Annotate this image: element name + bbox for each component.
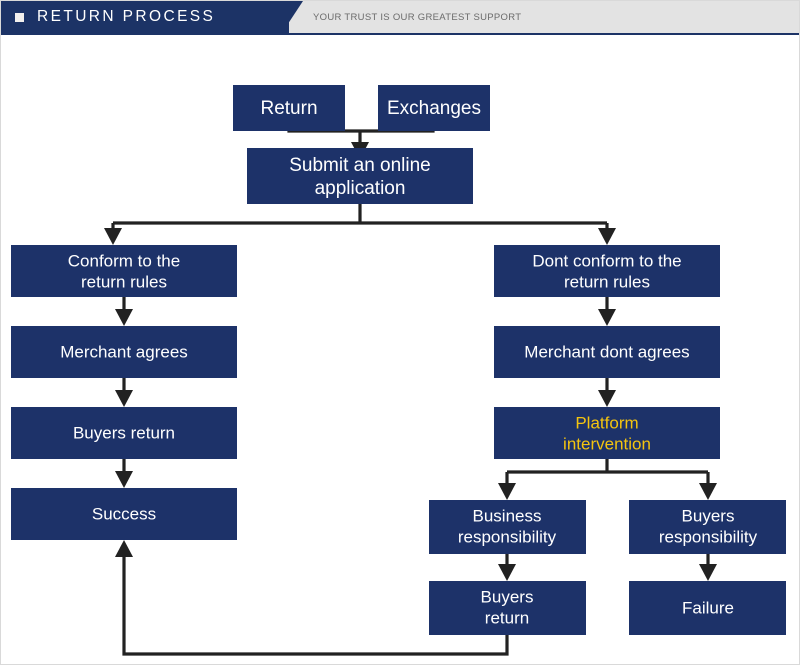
node-conform[interactable]: Conform to the return rules — [11, 245, 237, 297]
square-bullet-icon — [15, 12, 24, 22]
node-success-label: Success — [92, 504, 156, 523]
node-buyers-responsibility-label-line2: responsibility — [659, 527, 758, 546]
arrowhead-failure — [699, 564, 717, 581]
node-failure-label: Failure — [682, 598, 734, 617]
arrowhead-business-resp — [498, 483, 516, 500]
arrowhead-merchant-agrees — [115, 309, 133, 326]
arrowhead-buyers-return-left — [115, 390, 133, 407]
node-submit-box — [247, 148, 473, 204]
node-conform-label-line2: return rules — [81, 272, 167, 291]
node-business-responsibility-label-line2: responsibility — [458, 527, 557, 546]
node-return-label: Return — [260, 98, 317, 119]
header-title-block: RETURN PROCESS — [1, 1, 289, 33]
node-dont-conform-label-line1: Dont conform to the — [532, 251, 681, 270]
node-platform-intervention-label-line2: intervention — [563, 434, 651, 453]
node-submit-label-line1: Submit an online — [289, 155, 431, 176]
node-platform-intervention-box — [494, 407, 720, 459]
arrowhead-dont-conform — [598, 228, 616, 245]
node-success-box — [11, 488, 237, 540]
node-buyers-responsibility-box — [629, 500, 786, 554]
node-buyers-return-right-box — [429, 581, 586, 635]
node-dont-conform-label-line2: return rules — [564, 272, 650, 291]
node-merchant-dont-agrees[interactable]: Merchant dont agrees — [494, 326, 720, 378]
edge-feedback-loop-to-success — [122, 554, 509, 656]
node-conform-box — [11, 245, 237, 297]
node-merchant-dont-agrees-label: Merchant dont agrees — [524, 342, 689, 361]
node-dont-conform[interactable]: Dont conform to the return rules — [494, 245, 720, 297]
node-exchanges-box — [378, 85, 490, 131]
header-tagline: YOUR TRUST IS OUR GREATEST SUPPORT — [313, 11, 522, 23]
flowchart: Return Exchanges Submit an online applic… — [11, 85, 786, 656]
arrowhead-success — [115, 471, 133, 488]
node-buyers-responsibility[interactable]: Buyers responsibility — [629, 500, 786, 554]
arrowhead-merchant-dont — [598, 309, 616, 326]
node-buyers-return-left-label: Buyers return — [73, 423, 175, 442]
node-dont-conform-box — [494, 245, 720, 297]
node-buyers-return-left[interactable]: Buyers return — [11, 407, 237, 459]
arrowhead-conform — [104, 228, 122, 245]
node-exchanges-label: Exchanges — [387, 98, 481, 119]
node-buyers-return-right-label-line1: Buyers — [481, 587, 534, 606]
node-submit[interactable]: Submit an online application — [247, 148, 473, 204]
node-business-responsibility-label-line1: Business — [473, 506, 542, 525]
node-return-box — [233, 85, 345, 131]
node-platform-intervention[interactable]: Platform intervention — [494, 407, 720, 459]
page-title: RETURN PROCESS — [37, 8, 216, 25]
header-banner: RETURN PROCESS YOUR TRUST IS OUR GREATES… — [1, 1, 799, 35]
node-merchant-agrees-box — [11, 326, 237, 378]
arrowhead-feedback-success — [115, 540, 133, 557]
node-submit-label-line2: application — [315, 178, 406, 199]
node-buyers-return-right[interactable]: Buyers return — [429, 581, 586, 635]
node-failure-box — [629, 581, 786, 635]
node-success[interactable]: Success — [11, 488, 237, 540]
arrowhead-platform — [598, 390, 616, 407]
node-business-responsibility-box — [429, 500, 586, 554]
node-failure[interactable]: Failure — [629, 581, 786, 635]
node-merchant-agrees-label: Merchant agrees — [60, 342, 188, 361]
arrowhead-buyers-return-right — [498, 564, 516, 581]
arrowhead-buyers-resp — [699, 483, 717, 500]
node-return[interactable]: Return — [233, 85, 345, 131]
node-exchanges[interactable]: Exchanges — [378, 85, 490, 131]
node-buyers-return-left-box — [11, 407, 237, 459]
node-merchant-agrees[interactable]: Merchant agrees — [11, 326, 237, 378]
node-conform-label-line1: Conform to the — [68, 251, 180, 270]
node-buyers-responsibility-label-line1: Buyers — [682, 506, 735, 525]
node-platform-intervention-label-line1: Platform — [575, 413, 638, 432]
node-merchant-dont-agrees-box — [494, 326, 720, 378]
node-business-responsibility[interactable]: Business responsibility — [429, 500, 586, 554]
node-buyers-return-right-label-line2: return — [485, 608, 529, 627]
